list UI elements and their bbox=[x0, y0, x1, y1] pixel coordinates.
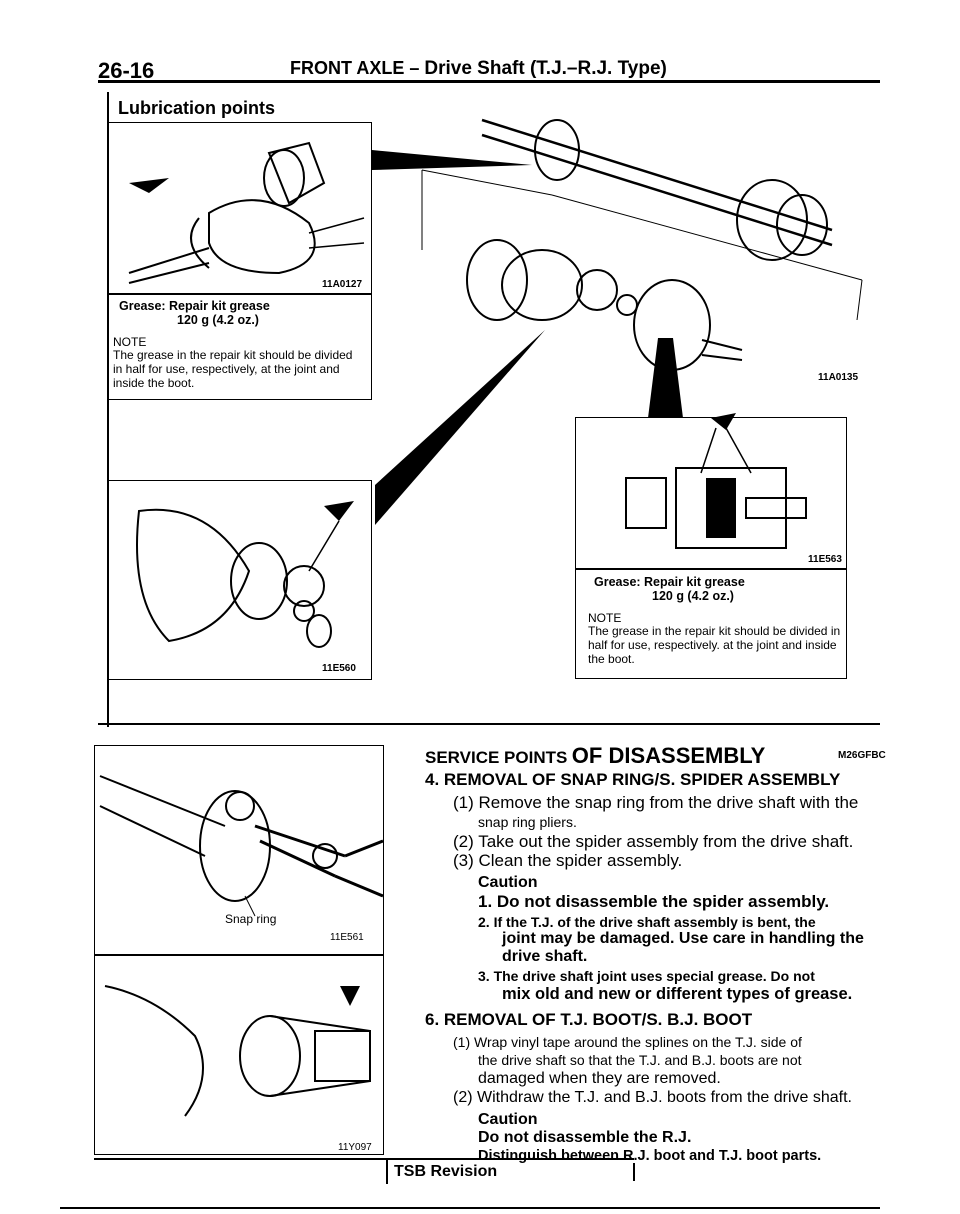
fig2-grease-label: Grease: Repair kit grease bbox=[594, 575, 745, 589]
section-subtitle: Drive Shaft (T.J.–R.J. Type) bbox=[424, 58, 667, 79]
arrow-to-joint bbox=[648, 338, 683, 418]
footer-rule-top bbox=[94, 1158, 634, 1160]
item4-caution-3a: 3. The drive shaft joint uses special gr… bbox=[478, 968, 815, 984]
item6-caution-2: Distinguish between R.J. boot and T.J. b… bbox=[478, 1148, 822, 1164]
header-rule bbox=[98, 80, 880, 83]
service-heading-a: SERVICE POINTS bbox=[425, 748, 568, 767]
fig1-note-text: The grease in the repair kit should be d… bbox=[113, 348, 353, 390]
item6-step1-a: (1) Wrap vinyl tape around the splines o… bbox=[453, 1034, 802, 1050]
fig1-grease-amount: 120 g (4.2 oz.) bbox=[177, 313, 259, 327]
fig1-divider bbox=[109, 293, 371, 295]
item4-caution-2a: 2. If the T.J. of the drive shaft assemb… bbox=[478, 914, 816, 930]
footer-rule-bottom bbox=[60, 1207, 880, 1209]
boot-removal-code: 11Y097 bbox=[338, 1142, 372, 1153]
footer-tsb-left bbox=[386, 1160, 388, 1184]
page-title: FRONT AXLE – Drive Shaft (T.J.–R.J. Type… bbox=[290, 58, 667, 80]
item6-step2: (2) Withdraw the T.J. and B.J. boots fro… bbox=[453, 1089, 852, 1106]
snap-ring-label: Snap ring bbox=[225, 912, 277, 926]
service-heading: SERVICE POINTS OF DISASSEMBLY bbox=[425, 743, 765, 769]
item4-step2: (2) Take out the spider assembly from th… bbox=[453, 832, 854, 851]
item4-caution-2b: joint may be damaged. Use care in handli… bbox=[502, 930, 864, 947]
fig2-divider bbox=[576, 568, 846, 570]
main-figure-code: 11A0135 bbox=[818, 372, 859, 383]
service-heading-code: M26GFBC bbox=[838, 750, 886, 761]
drive-shaft-exploded-illustration bbox=[372, 118, 863, 371]
item4-step1-a: (1) Remove the snap ring from the drive … bbox=[453, 793, 859, 812]
joint-cutaway-illustration bbox=[625, 413, 807, 549]
snap-ring-pliers-illustration bbox=[99, 775, 384, 917]
item4-caution-3b: mix old and new or different types of gr… bbox=[502, 985, 853, 1003]
item4-title: 4. REMOVAL OF SNAP RING/S. SPIDER ASSEMB… bbox=[425, 770, 841, 789]
section-name: FRONT AXLE bbox=[290, 58, 405, 78]
item6-step1-b: the drive shaft so that the T.J. and B.J… bbox=[478, 1052, 802, 1068]
service-heading-b: OF DISASSEMBLY bbox=[571, 743, 766, 768]
figure-spider-grease: 11E560 bbox=[108, 480, 372, 680]
figure-boot-removal: 11Y097 bbox=[94, 955, 384, 1155]
item6-caution: Caution bbox=[478, 1111, 538, 1128]
fig1-grease-label: Grease: Repair kit grease bbox=[119, 299, 270, 313]
item4-caution: Caution bbox=[478, 874, 538, 891]
item4-caution-2c: drive shaft. bbox=[502, 948, 588, 965]
fig2-note-text: The grease in the repair kit should be d… bbox=[588, 624, 841, 666]
title-dash: – bbox=[409, 58, 420, 78]
item4-caution-1: 1. Do not disassemble the spider assembl… bbox=[478, 892, 830, 911]
figure-snap-ring: Snap ring 11E561 bbox=[94, 745, 384, 955]
item6-title: 6. REMOVAL OF T.J. BOOT/S. B.J. BOOT bbox=[425, 1010, 753, 1029]
fig2-note-label: NOTE bbox=[588, 611, 622, 625]
figure-joint-grease: 11E563 Grease: Repair kit grease 120 g (… bbox=[575, 413, 847, 679]
footer-tsb-right bbox=[633, 1163, 635, 1181]
item4-step1-b: snap ring pliers. bbox=[478, 814, 577, 830]
spider-figure-code: 11E560 bbox=[322, 663, 356, 674]
fig2-grease-amount: 120 g (4.2 oz.) bbox=[652, 589, 734, 603]
lubrication-title: Lubrication points bbox=[118, 98, 275, 118]
joint-figure-code: 11E563 bbox=[808, 554, 842, 565]
snap-ring-code: 11E561 bbox=[330, 932, 364, 943]
boot-removal-illustration bbox=[104, 985, 371, 1117]
page-number: 26-16 bbox=[98, 58, 155, 83]
spider-assembly-illustration bbox=[136, 501, 354, 648]
fig1-note-label: NOTE bbox=[113, 335, 147, 349]
arrow-to-spider bbox=[375, 330, 545, 525]
left-vertical-rule bbox=[107, 92, 109, 727]
item6-step1-c: damaged when they are removed. bbox=[478, 1070, 721, 1087]
item6-caution-1: Do not disassemble the R.J. bbox=[478, 1129, 692, 1146]
fig1-code: 11A0127 bbox=[322, 279, 363, 290]
tsb-revision-label: TSB Revision bbox=[394, 1163, 498, 1180]
figure-boot-grease: 11A0127 Grease: Repair kit grease 120 g … bbox=[108, 122, 372, 400]
item4-step3: (3) Clean the spider assembly. bbox=[453, 851, 683, 870]
boot-grease-illustration bbox=[128, 141, 365, 284]
section-divider bbox=[98, 723, 880, 725]
